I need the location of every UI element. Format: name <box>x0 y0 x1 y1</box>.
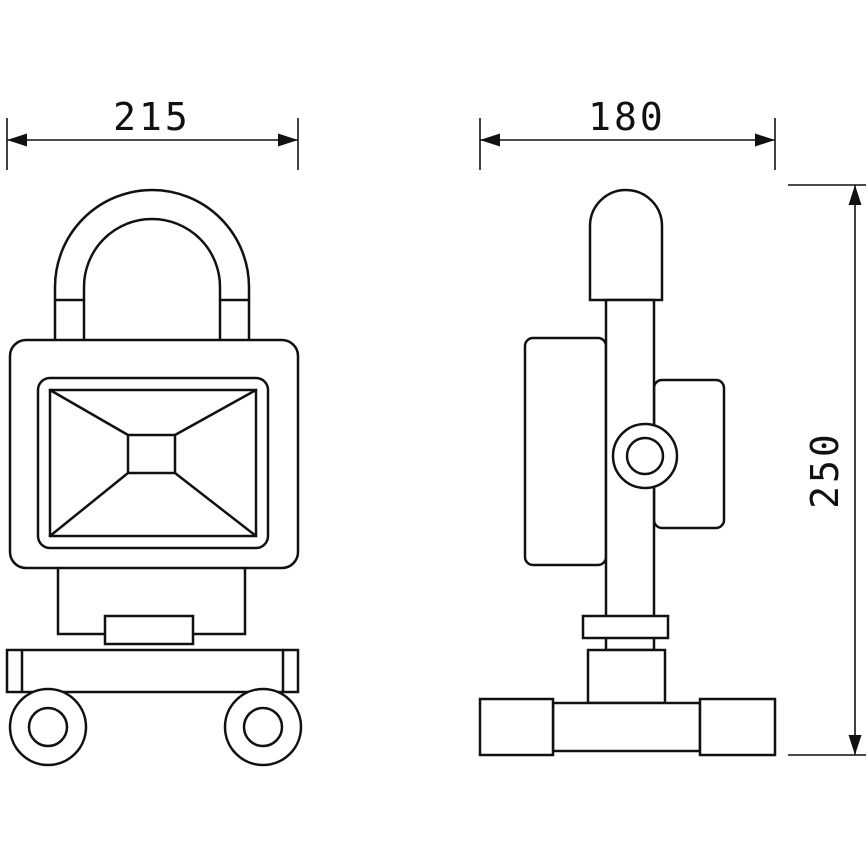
dimension-height: 250 <box>788 184 866 756</box>
arrowhead-left <box>7 133 27 147</box>
side-view <box>478 188 777 757</box>
reflector-facet-line <box>173 388 258 437</box>
reflector-center-plate <box>126 433 177 475</box>
height-label: 250 <box>803 431 847 509</box>
base-block-right <box>698 697 777 757</box>
arrowhead-top <box>848 185 862 205</box>
arrowhead-bottom <box>848 735 862 755</box>
side-depth-label: 180 <box>588 95 666 139</box>
dimension-front-width: 215 <box>6 95 299 170</box>
reflector-bezel <box>36 376 270 550</box>
stand-block <box>103 614 195 646</box>
base-bar <box>5 648 300 694</box>
wheel-right-hub <box>242 706 284 748</box>
handle-top-dome <box>588 188 664 302</box>
handle-outer-arch <box>53 188 251 342</box>
reflector-facet-line <box>173 471 258 538</box>
front-width-label: 215 <box>113 95 191 139</box>
pole-collar <box>581 614 670 640</box>
base-bar-side <box>551 701 702 753</box>
arrowhead-left <box>480 133 500 147</box>
dimension-side-depth: 180 <box>479 95 776 170</box>
knob-inner <box>625 436 665 476</box>
front-view <box>5 188 303 767</box>
arrowhead-right <box>278 133 298 147</box>
foot-block <box>586 648 667 705</box>
handle-inner-arch <box>82 217 222 342</box>
reflector-facet-line <box>48 388 130 437</box>
lamp-body-side <box>523 336 608 567</box>
reflector-inner-frame <box>48 388 258 538</box>
base-block-left <box>478 697 555 757</box>
reflector-facet-line <box>48 471 130 538</box>
arrowhead-right <box>755 133 775 147</box>
wheel-left-hub <box>27 706 69 748</box>
